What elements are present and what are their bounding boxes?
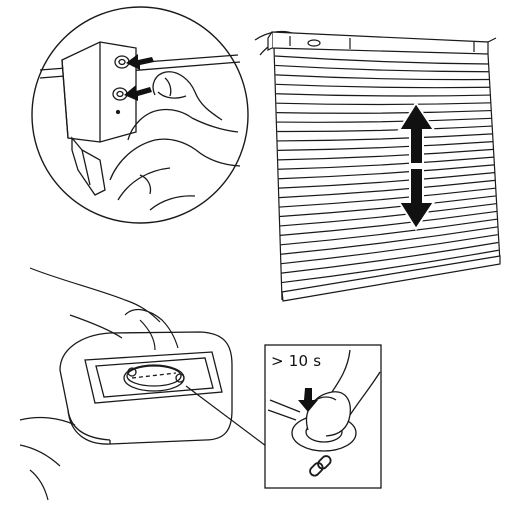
blind-pleat-line — [278, 156, 494, 170]
blind-pleat-line — [275, 74, 490, 81]
press-hold-inset — [264, 344, 382, 489]
blind-pleat-line — [275, 83, 491, 89]
blind-pleat-line — [276, 117, 492, 123]
blind-pleat-line — [281, 241, 499, 274]
blind-pleat-line — [277, 133, 493, 142]
hand-pressing-button — [109, 71, 241, 211]
blind-pleat-line — [280, 210, 497, 236]
zoom-detail-callout — [31, 6, 298, 224]
motor-housing — [61, 41, 137, 196]
hold-duration-label: > 10 s — [271, 352, 322, 370]
press-arrows — [124, 54, 154, 101]
blind-pleat-line — [276, 109, 492, 114]
blind-pleat-line — [281, 249, 499, 284]
blind-headrail — [271, 31, 489, 55]
blind-pleat-line — [275, 64, 490, 73]
blind-pleat-line — [280, 218, 498, 246]
press-down-arrow-icon — [298, 388, 318, 412]
blind-pleat-line — [279, 187, 496, 208]
blind-pleat-line — [278, 148, 494, 161]
blind-pleat-line — [281, 234, 498, 265]
blind-pleat-line — [274, 55, 490, 65]
remote-battery — [123, 364, 185, 392]
remote-control — [59, 331, 233, 445]
link-chain-icon — [309, 455, 332, 477]
pleated-blind — [267, 31, 501, 302]
blind-pleat-line — [276, 93, 491, 97]
inset-connector — [185, 385, 267, 447]
blind-pleat-line — [279, 195, 496, 218]
blind-pleat-line — [279, 203, 497, 227]
blind-pleat-line — [278, 164, 495, 180]
blind-pleat-line — [277, 141, 494, 151]
blind-pleat-line — [280, 226, 498, 255]
blind-pleat-line — [278, 172, 495, 189]
hand-holding-remote — [19, 267, 179, 501]
blind-pleats — [274, 55, 500, 293]
up-down-arrow-icon — [397, 101, 436, 231]
blind-bottom-rail — [281, 255, 501, 302]
blind-pleat-line — [277, 125, 493, 133]
blind-pleat-line — [279, 179, 496, 199]
blind-pleat-line — [276, 102, 492, 106]
